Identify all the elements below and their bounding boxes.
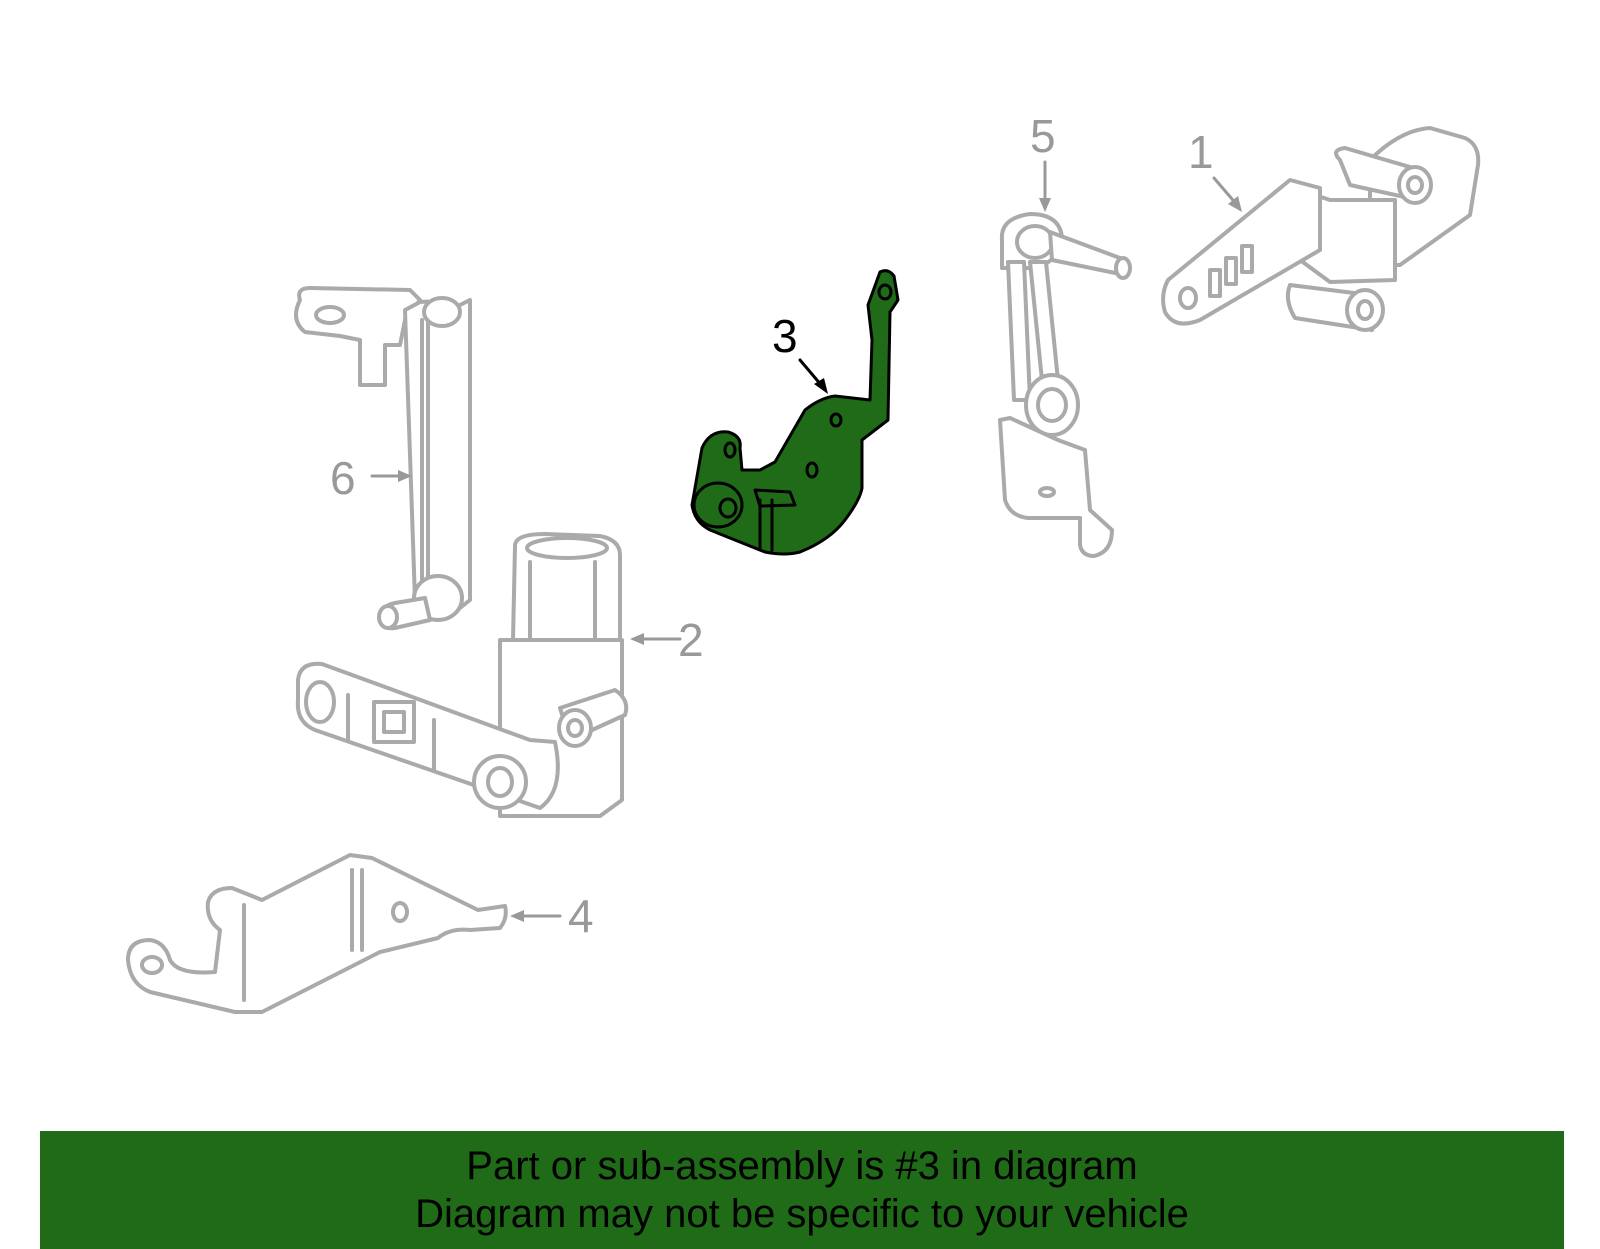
info-banner: Part or sub-assembly is #3 in diagram Di… — [40, 1131, 1564, 1249]
banner-line-disclaimer: Diagram may not be specific to your vehi… — [415, 1192, 1189, 1236]
part-3-drawing — [690, 269, 900, 556]
part-6-drawing — [294, 286, 472, 631]
callout-1: 1 — [1188, 126, 1214, 178]
part-5-drawing — [998, 212, 1132, 558]
callout-arrows — [370, 160, 1242, 922]
callout-4: 4 — [568, 890, 594, 942]
callout-3: 3 — [772, 310, 798, 362]
callout-2: 2 — [678, 614, 704, 666]
callout-6: 6 — [330, 452, 356, 504]
banner-line-part-number: Part or sub-assembly is #3 in diagram — [466, 1144, 1138, 1188]
callout-5: 5 — [1030, 110, 1056, 162]
part-1-drawing — [1161, 126, 1481, 332]
part-4-drawing — [126, 853, 508, 1014]
part-2-drawing — [295, 532, 629, 818]
